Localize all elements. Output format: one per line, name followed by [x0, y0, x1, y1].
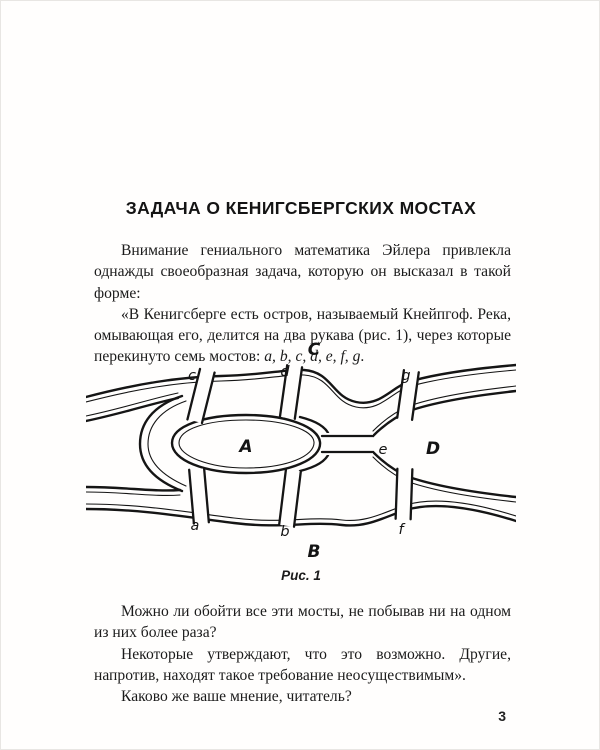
bridge-label-e: e [379, 442, 388, 458]
paragraph-2-text: «В Кенигсберге есть остров, называемый К… [94, 305, 511, 366]
region-label-b-bank: B [308, 542, 321, 562]
bridge-f [394, 467, 414, 521]
south-bank-edge-inner [85, 500, 517, 522]
west-channel-inner-edge [147, 400, 187, 487]
bridge-c [186, 367, 216, 425]
upper-stream-south-edge-inner [85, 392, 179, 417]
page-title: ЗАДАЧА О КЕНИГСБЕРГСКИХ МОСТАХ [125, 198, 477, 218]
region-label-island-a: A [237, 437, 252, 457]
text-block-question: Можно ли обойти все эти мосты, не побыва… [94, 601, 511, 707]
lower-stream-north-edge-inner [85, 491, 181, 497]
bridge-label-d: d [280, 364, 290, 380]
bridge-label-g: g [401, 368, 410, 384]
island-outline-inner [178, 419, 315, 469]
bridge-label-b: b [280, 524, 289, 540]
paragraph-1: Внимание гениального математика Эйлера п… [94, 240, 511, 304]
north-bank-edge-inner [85, 369, 517, 409]
paragraph-2-end: . [360, 348, 365, 366]
bridge-e-deck [322, 433, 373, 455]
lower-stream-north-edge [84, 485, 182, 492]
text-block-intro: Внимание гениального математика Эйлера п… [94, 240, 511, 368]
page-number: 3 [498, 708, 506, 724]
bridge-label-f: f [398, 522, 405, 538]
paragraph-5-text: Каково же ваше мнение, читатель? [121, 688, 352, 706]
paragraph-3-text: Можно ли обойти все эти мосты, не побыва… [94, 603, 511, 642]
north-bank-edge [84, 363, 518, 404]
bridge-b [277, 468, 303, 528]
bridge-a [188, 467, 210, 525]
bridge-d [278, 364, 304, 420]
south-bank-edge [84, 504, 518, 527]
region-label-c-bank: C [308, 340, 321, 360]
koenigsberg-bridges-figure: C A D B c d g e a b f [84, 340, 518, 562]
region-label-peninsula-d: D [426, 439, 440, 459]
upper-stream-south-edge [84, 396, 180, 423]
paragraph-4: Некоторые утверждают, что это возможно. … [94, 644, 511, 687]
peninsula-south-coast-inner [372, 456, 517, 503]
paragraph-4-text: Некоторые утверждают, что это возможно. … [94, 645, 511, 684]
island-outline [170, 413, 322, 475]
figure-1: C A D B c d g e a b f [84, 339, 518, 571]
bridge-label-a: a [191, 518, 200, 534]
west-channel-outer-edge [138, 394, 184, 493]
paragraph-1-text: Внимание гениального математика Эйлера п… [94, 242, 511, 302]
paragraph-2: «В Кенигсберге есть остров, называемый К… [94, 304, 511, 368]
figure-caption: Рис. 1 [281, 568, 321, 583]
paragraph-5: Каково же ваше мнение, читатель? [94, 686, 511, 707]
bridge-label-c: c [188, 368, 196, 384]
bridge-letters-inline: a, b, c, d, e, f, g [264, 348, 361, 366]
paragraph-3: Можно ли обойти все эти мосты, не побыва… [94, 601, 511, 644]
bridge-g [396, 369, 420, 421]
